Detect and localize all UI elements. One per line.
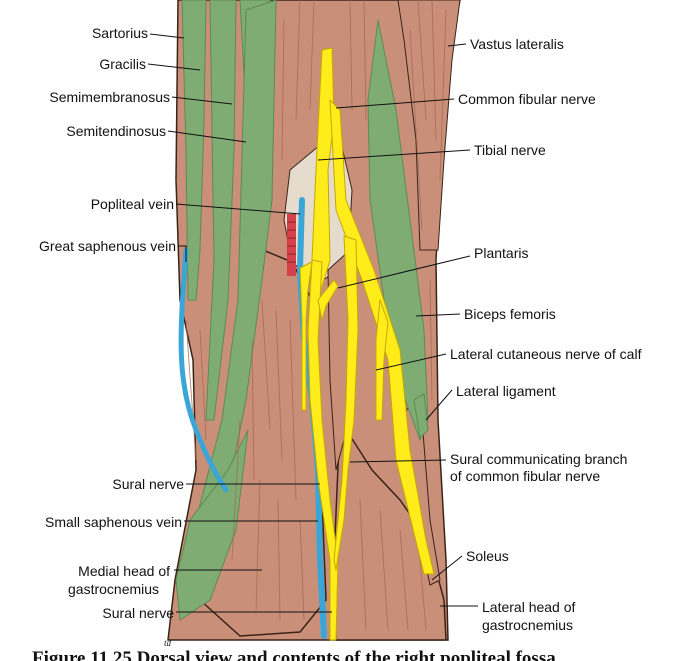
artery-hatching [287,221,296,263]
popliteal-artery-vessel [287,214,296,276]
label-semitendinosus: Semitendinosus [66,123,166,139]
lateral-cutaneous-nerve-trunk [375,299,389,421]
label-great-saphenous-vein: Great saphenous vein [39,238,176,254]
label-medial-head-line2: gastrocnemius [68,581,160,597]
artist-signature: td [164,638,172,648]
label-common-fibular-nerve: Common fibular nerve [458,91,596,107]
muscle-striations [185,0,447,631]
label-soleus: Soleus [466,548,509,564]
label-biceps-femoris: Biceps femoris [464,306,556,322]
sural-nerve-trunk [307,259,339,641]
label-medial-head-line1: Medial head of [78,563,170,579]
label-sural-communicating-line1: Sural communicating branch [450,451,628,467]
label-vastus-lateralis: Vastus lateralis [470,36,564,52]
medial-gastrocnemius-tendon [175,429,249,621]
label-lateral-ligament: Lateral ligament [456,383,556,399]
label-lateral-cutaneous-nerve: Lateral cutaneous nerve of calf [450,346,642,362]
label-lateral-head-line2: gastrocnemius [482,617,574,633]
label-tibial-nerve: Tibial nerve [474,142,546,158]
nerves [299,47,435,641]
biceps-femoris-tendon [367,19,429,442]
label-sartorius: Sartorius [91,25,148,41]
label-plantaris: Plantaris [474,245,529,261]
leader-lines [147,33,478,613]
label-lateral-head-line1: Lateral head of [482,599,576,615]
label-sural-communicating-line2: of common fibular nerve [450,468,601,484]
label-small-saphenous-vein: Small saphenous vein [45,514,182,530]
sartorius-tendon [181,0,207,301]
tibial-branch-offshoot [299,261,313,411]
label-gracilis: Gracilis [99,56,146,72]
sural-communicating-branch-nerve [333,235,359,571]
label-sural-nerve-lower: Sural nerve [102,605,174,621]
label-sural-nerve-upper: Sural nerve [112,476,184,492]
gracilis-tendon [205,0,237,421]
label-semimembranosus: Semimembranosus [49,89,170,105]
muscular-branch-offshoot [317,279,339,321]
tibial-nerve-trunk [311,47,335,301]
label-medial-head-gastrocnemius: Medial head of [54,563,170,580]
great-saphenous-vein-vessel [178,247,229,493]
lateral-ligament-structure [413,393,429,440]
label-popliteal-vein: Popliteal vein [90,196,174,212]
figure-caption: Figure 11.25 Dorsal view and contents of… [32,648,556,661]
